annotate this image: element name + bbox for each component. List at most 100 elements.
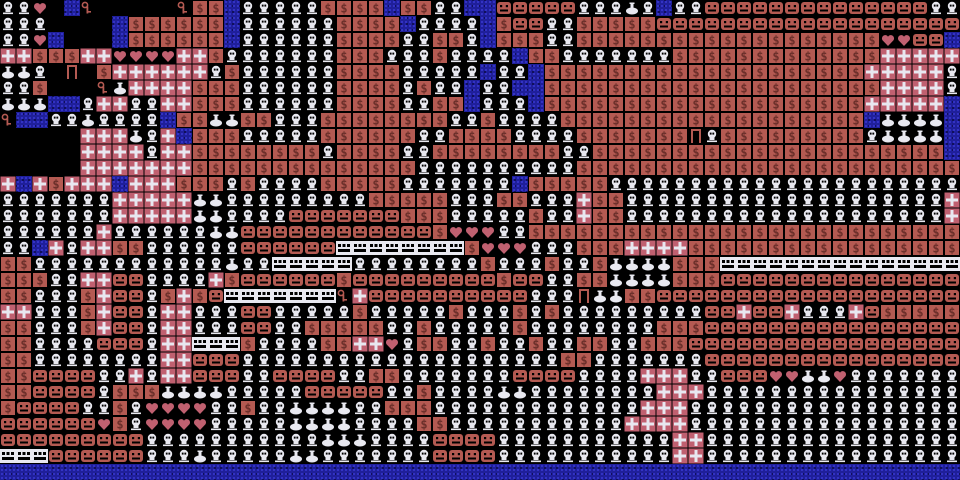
cross-block-icon: [880, 48, 896, 64]
skull-icon: [512, 64, 528, 80]
svg-text:$: $: [596, 98, 603, 112]
skull-icon: [784, 448, 800, 464]
skull-icon: [512, 160, 528, 176]
skull-icon: [32, 224, 48, 240]
skull-icon: [432, 80, 448, 96]
skull-icon: [272, 384, 288, 400]
skull-icon: [224, 416, 240, 432]
svg-text:$: $: [836, 130, 843, 144]
monster-face-icon: [720, 320, 736, 336]
skull-icon: [208, 416, 224, 432]
monster-face-icon: [912, 320, 928, 336]
dollar-brick-icon: $: [576, 32, 592, 48]
monster-face-icon: [896, 288, 912, 304]
heart-icon: [160, 48, 176, 64]
monster-face-icon: [496, 288, 512, 304]
skull-icon: [288, 32, 304, 48]
wall-block-icon: [768, 256, 784, 272]
skull-icon: [48, 352, 64, 368]
skull-icon: [208, 64, 224, 80]
skull-icon: [832, 432, 848, 448]
potion-icon: [112, 80, 128, 96]
svg-text:$: $: [804, 114, 811, 128]
wall-block-icon: [736, 256, 752, 272]
skull-icon: [656, 192, 672, 208]
svg-text:$: $: [628, 130, 635, 144]
monster-face-icon: [880, 336, 896, 352]
cross-block-icon: [848, 304, 864, 320]
dollar-brick-icon: $: [448, 144, 464, 160]
dollar-brick-icon: $: [384, 128, 400, 144]
monster-face-icon: [816, 288, 832, 304]
svg-text:$: $: [388, 114, 395, 128]
wall-block-icon: [896, 256, 912, 272]
wall-block-icon: [288, 288, 304, 304]
skull-icon: [560, 48, 576, 64]
skull-icon: [480, 416, 496, 432]
potion-icon: [608, 288, 624, 304]
monster-face-icon: [736, 320, 752, 336]
skull-icon: [464, 256, 480, 272]
potion-icon: [336, 416, 352, 432]
skull-icon: [96, 352, 112, 368]
heart-icon: [496, 240, 512, 256]
dollar-brick-icon: $: [592, 192, 608, 208]
skull-icon: [560, 304, 576, 320]
skull-icon: [16, 32, 32, 48]
monster-face-icon: [528, 0, 544, 16]
skull-icon: [272, 0, 288, 16]
skull-icon: [752, 208, 768, 224]
skull-icon: [928, 432, 944, 448]
cross-block-icon: [208, 272, 224, 288]
cross-block-icon: [576, 208, 592, 224]
dollar-brick-icon: $: [672, 224, 688, 240]
cross-block-icon: [96, 288, 112, 304]
cross-block-icon: [48, 240, 64, 256]
monster-face-icon: [32, 432, 48, 448]
skull-icon: [448, 64, 464, 80]
svg-text:$: $: [820, 98, 827, 112]
skull-icon: [640, 208, 656, 224]
dollar-brick-icon: $: [848, 112, 864, 128]
svg-text:$: $: [596, 146, 603, 160]
dollar-brick-icon: $: [16, 320, 32, 336]
svg-text:$: $: [836, 34, 843, 48]
skull-icon: [480, 368, 496, 384]
skull-icon: [240, 416, 256, 432]
potion-icon: [592, 288, 608, 304]
skull-icon: [272, 64, 288, 80]
svg-text:$: $: [436, 210, 443, 224]
dollar-brick-icon: $: [640, 112, 656, 128]
potion-icon: [896, 112, 912, 128]
dollar-brick-icon: $: [592, 176, 608, 192]
monster-face-icon: [416, 272, 432, 288]
dollar-brick-icon: $: [944, 160, 960, 176]
skull-icon: [944, 64, 960, 80]
monster-face-icon: [816, 336, 832, 352]
svg-text:$: $: [820, 162, 827, 176]
wall-block-icon: [400, 240, 416, 256]
skull-icon: [784, 384, 800, 400]
wall-block-icon: [848, 256, 864, 272]
dollar-brick-icon: $: [576, 160, 592, 176]
skull-icon: [656, 304, 672, 320]
skull-icon: [384, 432, 400, 448]
cross-block-icon: [128, 160, 144, 176]
dollar-brick-icon: $: [608, 32, 624, 48]
monster-face-icon: [880, 352, 896, 368]
skull-icon: [288, 80, 304, 96]
dollar-brick-icon: $: [816, 128, 832, 144]
skull-icon: [224, 176, 240, 192]
svg-text:$: $: [148, 34, 155, 48]
dollar-brick-icon: $: [240, 160, 256, 176]
skull-icon: [224, 304, 240, 320]
skull-icon: [144, 320, 160, 336]
dollar-brick-icon: $: [336, 176, 352, 192]
skull-icon: [784, 176, 800, 192]
monster-face-icon: [928, 288, 944, 304]
svg-text:$: $: [212, 178, 219, 192]
skull-icon: [576, 432, 592, 448]
svg-text:$: $: [596, 34, 603, 48]
dollar-brick-icon: $: [16, 384, 32, 400]
skull-icon: [624, 304, 640, 320]
